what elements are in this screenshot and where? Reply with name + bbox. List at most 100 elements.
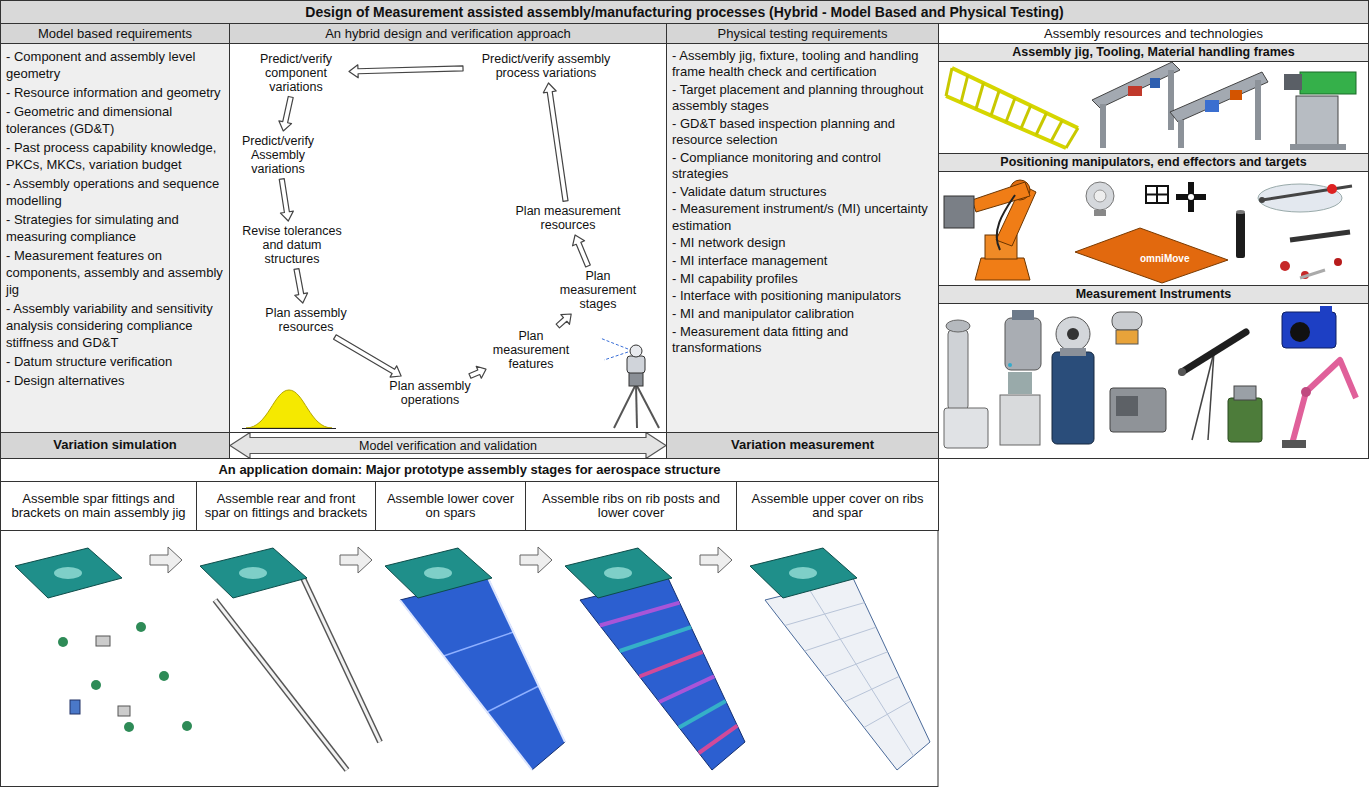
omnimove-platform	[1075, 228, 1228, 283]
cycle-arrow	[573, 235, 591, 267]
stage-arrows	[340, 547, 372, 573]
cross-target	[1176, 194, 1206, 200]
assembly-jig	[1006, 98, 1015, 122]
wing-stage-four	[679, 701, 726, 728]
assembly-jig	[1066, 128, 1078, 148]
industrial-robot	[997, 195, 1015, 250]
column-heading: An hybrid design and verification approa…	[325, 26, 571, 41]
column-heading: Model based requirements	[38, 26, 192, 41]
requirement-item: - Geometric and dimensional tolerances (…	[6, 103, 224, 137]
list-body: - Component and assembly level geometry-…	[1, 44, 229, 432]
assembly-jig	[1021, 106, 1031, 129]
process-step: Predict/verify Assembly variations	[233, 134, 323, 176]
process-step: Plan assembly resources	[261, 306, 351, 334]
process-step: Predict/verify assembly process variatio…	[466, 52, 626, 80]
resource-panel: Positioning manipulators, end effectors …	[938, 153, 1369, 286]
measuring-arm	[1301, 387, 1311, 397]
laser-tracker-tripod	[629, 372, 643, 386]
step-text: Revise tolerances and datum structures	[236, 224, 348, 266]
wing-stage-five	[765, 578, 930, 770]
platform-label: omniMove	[1140, 253, 1189, 265]
wing-stage-three	[487, 686, 539, 712]
stage-arrows	[150, 547, 732, 573]
laser-scanner	[1110, 312, 1166, 432]
articulated-tracker	[948, 330, 968, 410]
tracker-cylinder	[1008, 372, 1032, 394]
requirements-column: Physical testing requirements- Assembly …	[666, 23, 939, 433]
laser-tracker-tripod	[636, 384, 659, 428]
assembly-jig	[991, 91, 999, 116]
label-patch: Model verification and validation	[355, 439, 541, 453]
process-step: Predict/verify component variations	[246, 52, 346, 94]
cross-target	[1176, 182, 1206, 212]
wing-stage-one	[54, 567, 82, 579]
spherical-target	[1094, 190, 1106, 202]
step-text: Predict/verify assembly process variatio…	[466, 52, 626, 80]
articulated-tracker	[946, 320, 970, 332]
wing-stage-four	[600, 603, 680, 626]
step-text: Plan measurement resources	[511, 204, 625, 232]
cycle-arrow	[469, 366, 486, 378]
cell-text: Assemble ribs on rib posts and lower cov…	[532, 492, 730, 521]
laser-scanner	[1112, 312, 1142, 330]
hand-probe	[1258, 184, 1352, 212]
wing-stage-one	[136, 622, 146, 632]
tracker-cylinder	[1000, 395, 1040, 445]
assembly-fixture	[1092, 62, 1268, 148]
handling-stand	[1284, 74, 1302, 90]
total-station	[1234, 386, 1256, 400]
wing-stage-five	[750, 548, 930, 770]
wing-stage-three	[400, 600, 532, 770]
requirement-item: - Measurement instrument/s (MI) uncertai…	[672, 201, 933, 233]
column-heading: Measurement Instruments	[1076, 287, 1232, 302]
cycle-arrow	[543, 83, 568, 201]
laser-tracker	[1060, 348, 1086, 356]
laser-tracker-tripod	[636, 384, 637, 428]
requirement-item: - Past process capability knowledge, PKC…	[6, 139, 224, 173]
measuring-arm	[1292, 360, 1356, 444]
wing-stage-three	[424, 567, 452, 579]
target-pin	[1236, 212, 1245, 258]
target-adapters	[1280, 232, 1350, 279]
requirement-item: - Target placement and planning througho…	[672, 82, 933, 114]
wing-stage-two	[303, 578, 380, 742]
requirements-column: Model based requirements - Component and …	[0, 23, 230, 433]
assembly-jig	[946, 68, 1078, 148]
target-frame	[1146, 194, 1168, 196]
camera	[1282, 306, 1336, 348]
assembly-jig	[946, 96, 1066, 148]
stage-cell: Assemble lower cover on spars	[375, 481, 526, 531]
target-adapters	[1300, 270, 1325, 278]
cell-text: Variation measurement	[731, 438, 874, 453]
handling-stand	[1296, 96, 1338, 146]
target-adapters	[1290, 232, 1350, 240]
tracker-cylinder	[1012, 310, 1034, 320]
laser-scanner	[1116, 330, 1138, 344]
laser-tracker-tripod	[627, 356, 645, 373]
variation-cell: Variation simulation	[0, 432, 230, 459]
assembly-jig	[1036, 113, 1047, 135]
requirement-item: - MI network design	[672, 235, 933, 251]
hand-probe	[1327, 184, 1337, 194]
assembly-jig	[961, 76, 968, 103]
wing-stage-one	[58, 637, 68, 647]
laser-scanner	[1116, 396, 1138, 416]
laser-tracker-tripod	[600, 338, 659, 428]
measuring-arm	[1282, 440, 1306, 448]
photogrammetry-bar	[1208, 352, 1214, 440]
stage-cell: Assemble spar fittings and brackets on m…	[0, 481, 197, 531]
laser-tracker-tripod	[604, 352, 628, 360]
tracker-cylinder	[1008, 363, 1012, 367]
step-text: Plan measurement features	[489, 329, 573, 371]
variation-cell: Variation measurement	[666, 432, 939, 459]
requirement-item: - GD&T based inspection planning and res…	[672, 116, 933, 148]
handling-stand	[1284, 72, 1356, 150]
column-heading: Physical testing requirements	[718, 26, 888, 41]
assembly-fixture	[1150, 78, 1160, 88]
target-frame	[1146, 186, 1168, 203]
total-station	[1228, 386, 1262, 442]
laser-tracker-tripod	[630, 345, 642, 357]
heading-band: Positioning manipulators, end effectors …	[939, 154, 1368, 172]
articulated-tracker	[944, 408, 988, 448]
column-heading: Assembly jig, Tooling, Material handling…	[1012, 45, 1294, 60]
